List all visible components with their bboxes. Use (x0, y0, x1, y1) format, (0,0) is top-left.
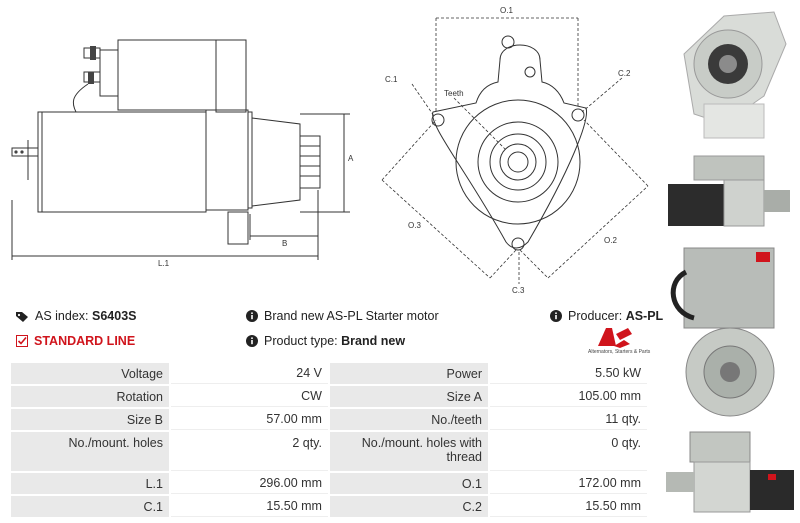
spec-label: C.2 (329, 496, 488, 517)
spec-label: Power (329, 363, 488, 384)
spec-label: Voltage (11, 363, 169, 384)
spec-label: No./mount. holes with thread (329, 432, 488, 471)
label-O3: O.3 (408, 221, 421, 230)
spec-value: 11 qty. (489, 409, 647, 430)
line-badge: STANDARD LINE (34, 334, 136, 348)
spec-value: 0 qty. (489, 432, 647, 471)
product-photo-side (664, 150, 798, 236)
spec-label: O.1 (329, 473, 488, 494)
spec-value: 5.50 kW (489, 363, 647, 384)
spec-value: 57.00 mm (171, 409, 328, 430)
spec-label: No./mount. holes (11, 432, 169, 471)
table-row: Rotation CW Size A 105.00 mm (11, 386, 647, 407)
label-B: B (282, 239, 287, 248)
table-row: C.1 15.50 mm C.2 15.50 mm (11, 496, 647, 517)
label-O2: O.2 (604, 236, 617, 245)
spec-label: Rotation (11, 386, 169, 407)
label-O1: O.1 (500, 6, 513, 15)
spec-label: No./teeth (329, 409, 488, 430)
checkbox-checked-icon (16, 335, 28, 347)
product-type-label: Product type: (264, 334, 338, 348)
spec-value: 15.50 mm (171, 496, 328, 517)
tag-icon (16, 311, 28, 322)
label-C3: C.3 (512, 286, 525, 295)
as-pl-logo (598, 328, 632, 348)
description-row: Brand new AS-PL Starter motor (246, 307, 439, 325)
label-A: A (348, 154, 354, 163)
product-photo-front (664, 4, 798, 144)
label-C2: C.2 (618, 69, 631, 78)
product-photo-rear (664, 242, 798, 418)
product-photo-angle (664, 422, 798, 520)
spec-value: 105.00 mm (489, 386, 647, 407)
as-index-row: AS index: S6403S (16, 307, 136, 325)
spec-value: 15.50 mm (489, 496, 647, 517)
info-icon (550, 310, 562, 322)
producer-label: Producer: (568, 309, 623, 323)
info-icon (246, 335, 258, 347)
spec-label: Size B (11, 409, 169, 430)
product-type-value: Brand new (341, 334, 406, 348)
spec-value: 24 V (171, 363, 328, 384)
producer-row: Producer: AS-PL (550, 307, 663, 325)
producer-value: AS-PL (625, 309, 664, 323)
line-row: STANDARD LINE (16, 332, 135, 350)
spec-value: 2 qty. (171, 432, 328, 471)
info-icon (246, 310, 258, 322)
logo-tagline: Alternators, Starters & Parts (588, 349, 651, 355)
specs-table: Voltage 24 V Power 5.50 kW Rotation CW S… (9, 361, 649, 519)
label-L1: L.1 (158, 259, 170, 268)
spec-label: C.1 (11, 496, 169, 517)
spec-value: 296.00 mm (171, 473, 328, 494)
spec-value: CW (171, 386, 328, 407)
table-row: Voltage 24 V Power 5.50 kW (11, 363, 647, 384)
technical-drawing: L.1 B A O.1 O.3 O.2 C.1 C.2 C.3 Teeth (11, 6, 649, 295)
label-C1: C.1 (385, 75, 398, 84)
table-row: L.1 296.00 mm O.1 172.00 mm (11, 473, 647, 494)
table-row: No./mount. holes 2 qty. No./mount. holes… (11, 432, 647, 471)
spec-value: 172.00 mm (489, 473, 647, 494)
product-description: Brand new AS-PL Starter motor (264, 309, 439, 323)
label-teeth: Teeth (444, 89, 464, 98)
as-index-label: AS index: (35, 309, 89, 323)
product-type-row: Product type: Brand new (246, 332, 405, 350)
as-index-value: S6403S (92, 309, 137, 323)
spec-label: L.1 (11, 473, 169, 494)
table-row: Size B 57.00 mm No./teeth 11 qty. (11, 409, 647, 430)
product-photo-strip (660, 0, 800, 523)
spec-label: Size A (329, 386, 488, 407)
